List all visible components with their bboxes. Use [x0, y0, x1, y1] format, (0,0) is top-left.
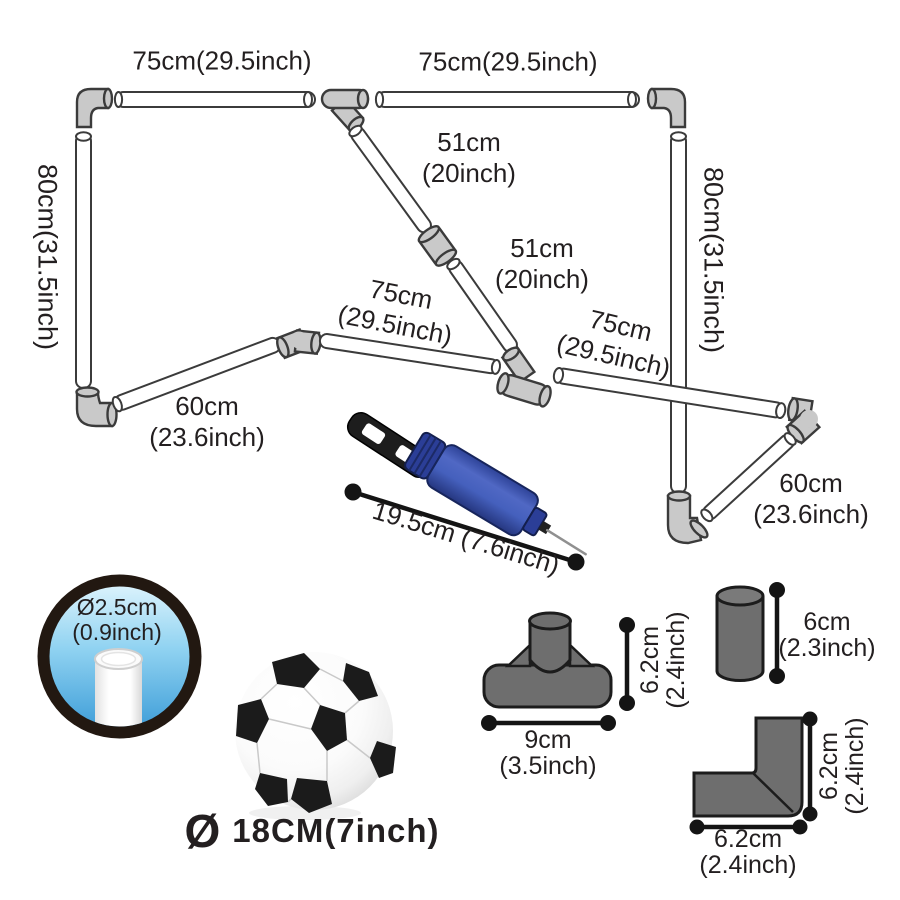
right-ground-inch: (23.6inch) [753, 499, 869, 529]
elbow-width-cm: 6.2cm [713, 825, 783, 853]
lower-diagonal-inch: (20inch) [495, 264, 589, 294]
frame-pipe-left-upright [75, 131, 92, 389]
frame-elbow-top-right [646, 87, 687, 129]
ball-diameter-value: 18CM(7inch) [232, 812, 440, 849]
left-ground-inch: (23.6inch) [149, 422, 265, 452]
right-ground-cm: 60cm [779, 468, 843, 498]
upper-diagonal-inch: (20inch) [422, 158, 516, 188]
label-ball-diameter: Ø 18CM(7inch) [185, 808, 440, 854]
frame-elbow-top-left [75, 87, 114, 129]
pipe-cross-section [94, 648, 143, 727]
label-tee-height: 6.2cm (2.4inch) [636, 611, 690, 709]
pump-dimension-line [344, 483, 585, 571]
pump-graphic [344, 411, 587, 571]
pump-body [404, 431, 587, 556]
pipe-diameter-badge [37, 574, 202, 739]
pump-needle [545, 528, 587, 556]
label-right-upright: 80cm(31.5inch) [698, 166, 729, 354]
frame-elbow-foot-right [666, 490, 709, 545]
label-lower-diagonal: 51cm (20inch) [495, 233, 589, 295]
straight-connector-graphic [715, 585, 765, 682]
elbow-height-cm: 6.2cm [815, 731, 843, 801]
soccer-ball-graphic [235, 652, 396, 820]
straight-dimension-line [769, 582, 785, 684]
frame-pipe-ground-right [552, 366, 787, 420]
label-elbow-width: 6.2cm (2.4inch) [699, 826, 796, 878]
frame-coupler-diagonal [417, 225, 458, 267]
pipe-diameter-inch: (0.9inch) [72, 619, 162, 645]
frame-pipe-ground-right-depth [700, 432, 797, 523]
elbow-connector-graphic [692, 716, 804, 818]
frame-elbow-ground-right [785, 396, 822, 445]
frame-pipe-right-upright [670, 131, 687, 494]
elbow-width-inch: (2.4inch) [699, 851, 797, 879]
label-top-left-bar: 75cm(29.5inch) [132, 45, 312, 76]
label-elbow-height: 6.2cm (2.4inch) [815, 717, 869, 815]
frame-pipe-top-right [374, 91, 640, 108]
frame-pipe-top-left [113, 91, 316, 108]
frame-elbow-foot-left [75, 386, 118, 428]
tee-height-cm: 6.2cm [636, 625, 664, 695]
elbow-height-inch: (2.4inch) [841, 717, 869, 815]
frame-tee-ground-middle [496, 345, 552, 408]
label-right-ground-bar: 60cm (23.6inch) [753, 468, 869, 530]
lower-diagonal-cm: 51cm [510, 233, 574, 263]
goal-frame-graphic [75, 87, 822, 545]
frame-elbow-ground-middle [275, 328, 322, 360]
label-upper-diagonal: 51cm (20inch) [422, 127, 516, 189]
frame-pipe-ground-middle [318, 333, 502, 375]
straight-height-inch: (2.3inch) [778, 634, 876, 662]
upper-diagonal-cm: 51cm [437, 127, 501, 157]
tee-width-cm: 9cm [524, 726, 572, 754]
elbow-dimension-lines [689, 711, 818, 835]
label-left-upright: 80cm(31.5inch) [32, 163, 63, 351]
frame-pipe-diagonal-upper [348, 124, 432, 234]
left-ground-cm: 60cm [175, 391, 239, 421]
tee-width-inch: (3.5inch) [499, 752, 597, 780]
tee-dimension-lines [481, 617, 635, 731]
diameter-symbol: Ø [184, 805, 221, 857]
tee-height-inch: (2.4inch) [662, 611, 690, 709]
ball-pentagons [236, 653, 396, 813]
straight-height-cm: 6cm [803, 608, 851, 636]
label-tee-width: 9cm (3.5inch) [499, 727, 596, 779]
label-pipe-diameter: Ø2.5cm (0.9inch) [72, 595, 161, 645]
label-straight-height: 6cm (2.3inch) [778, 609, 875, 661]
tee-connector-graphic [482, 611, 613, 709]
label-top-right-bar: 75cm(29.5inch) [418, 46, 598, 77]
ball-seams [256, 668, 371, 803]
label-left-ground-bar: 60cm (23.6inch) [149, 391, 265, 453]
pipe-diameter-cm: Ø2.5cm [76, 594, 158, 620]
